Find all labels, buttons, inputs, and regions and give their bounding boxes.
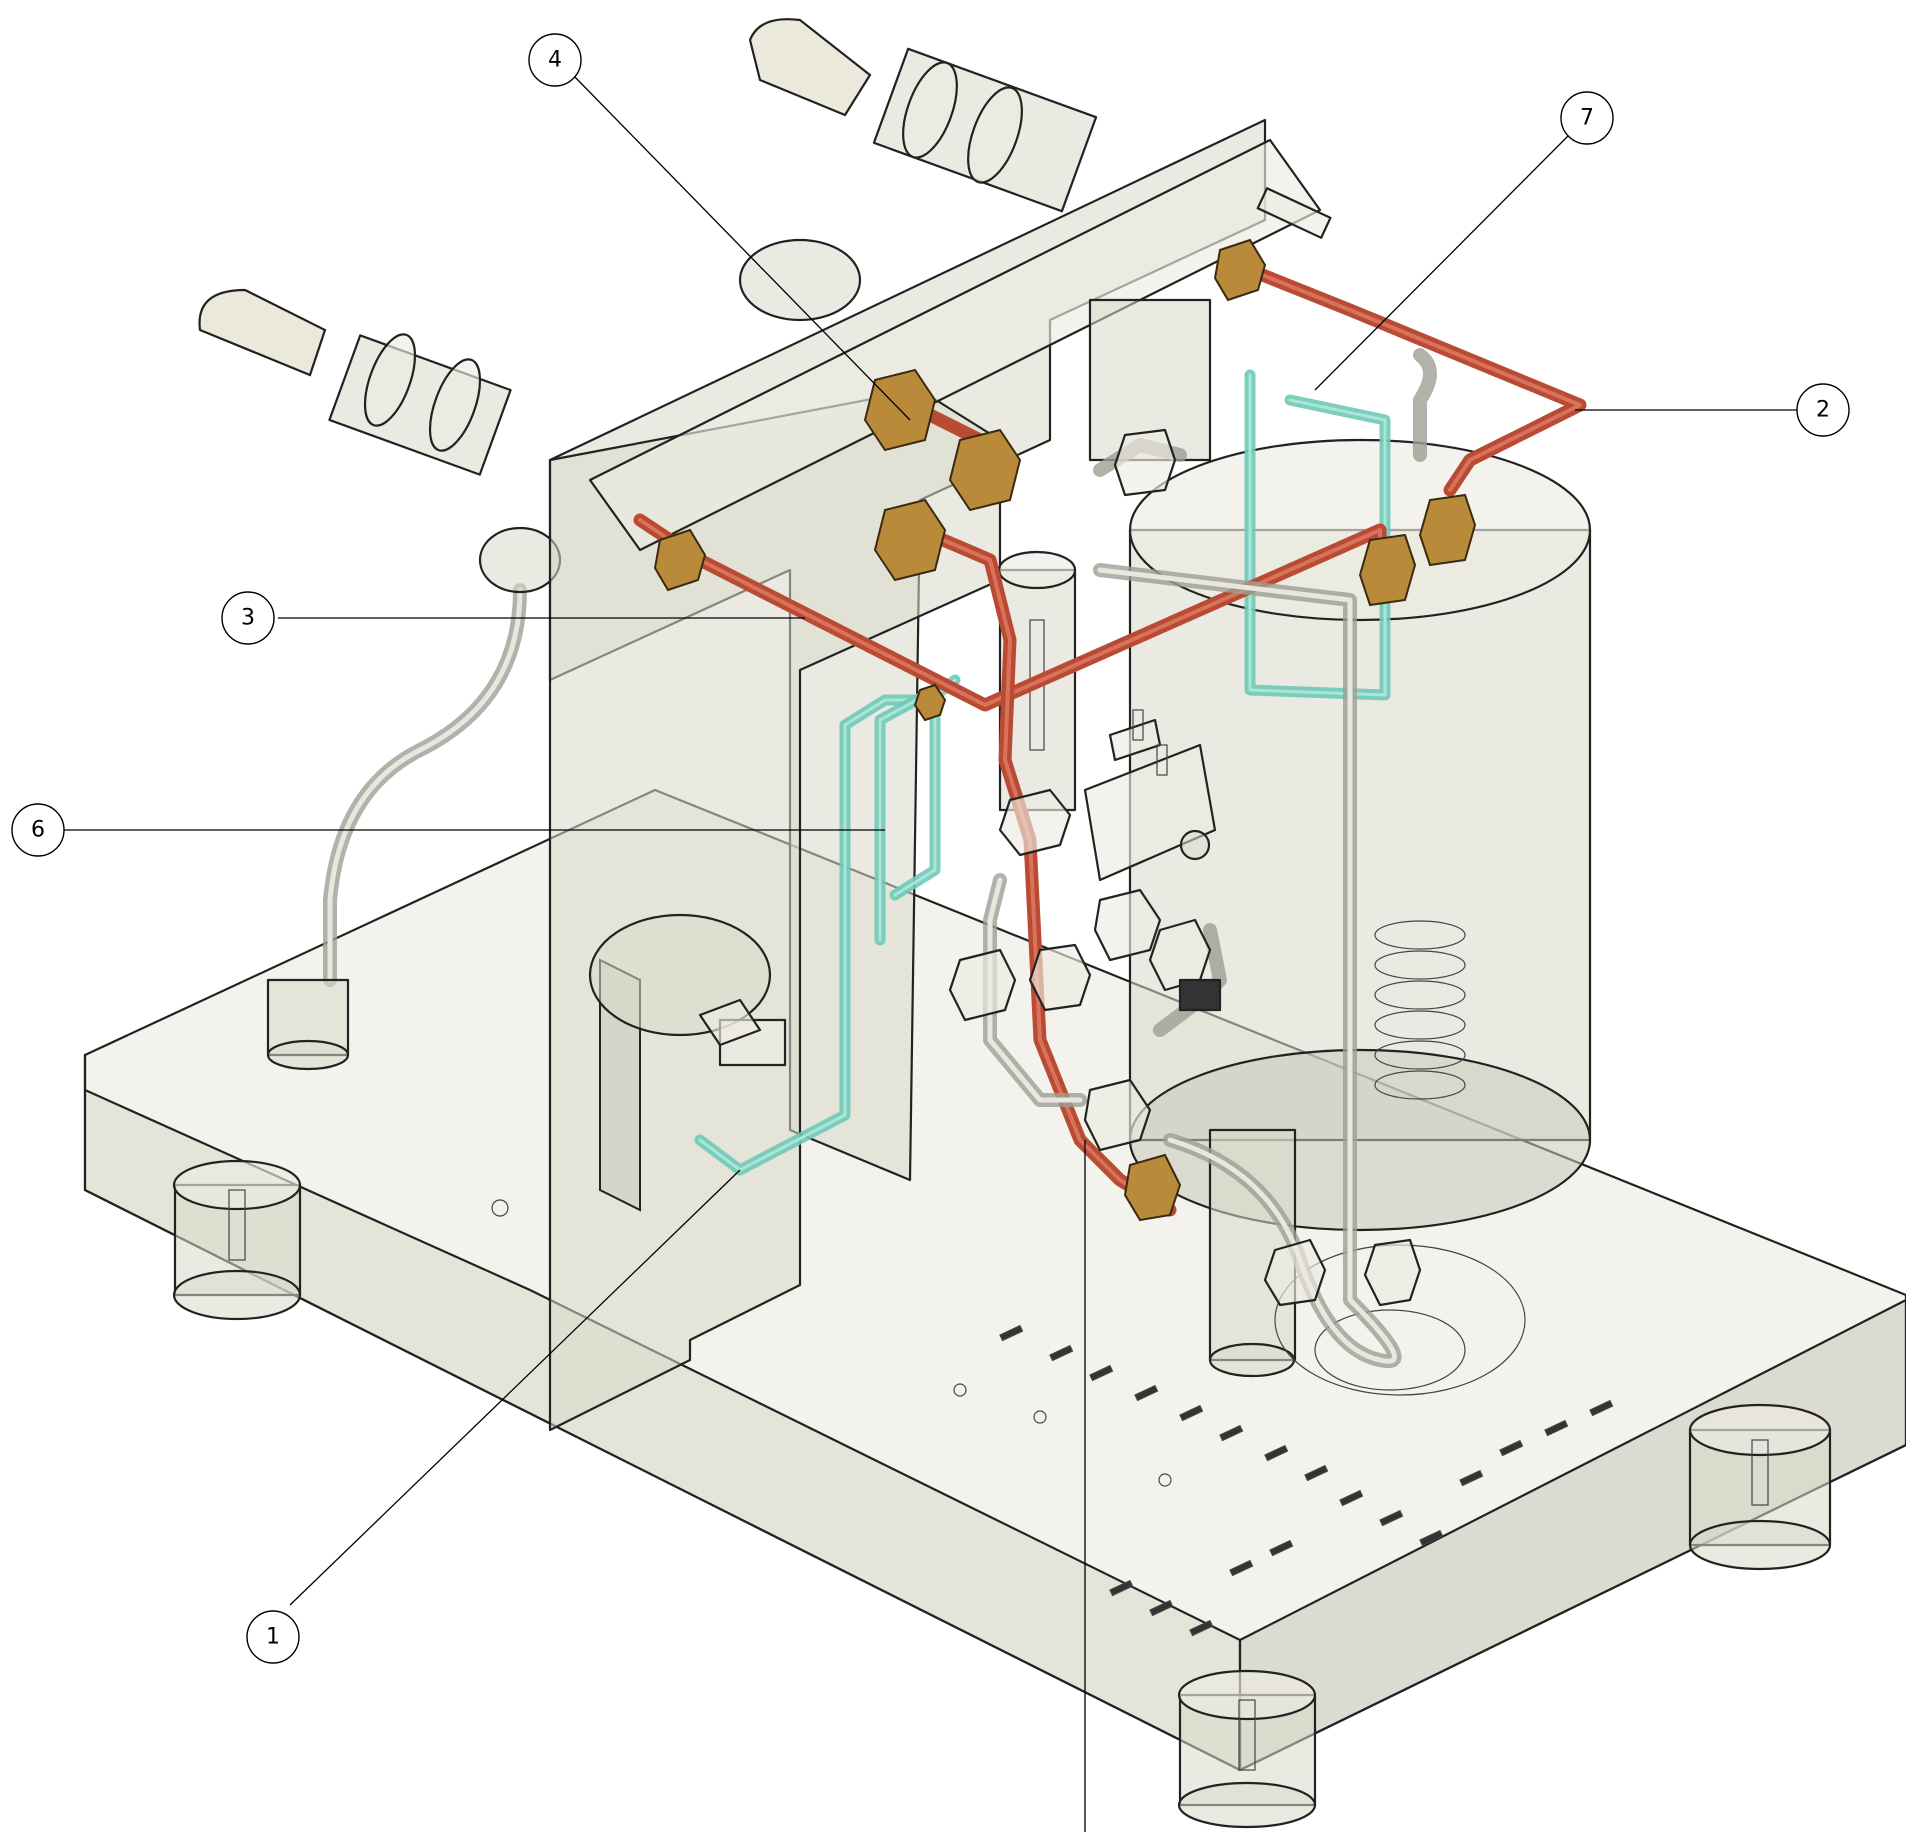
- rubber-foot-front-left: [172, 1159, 302, 1321]
- callout-6-label: 6: [31, 818, 45, 843]
- callout-3-label: 3: [241, 606, 255, 631]
- pressure-switch: [588, 913, 787, 1067]
- leader-1: [289, 1169, 741, 1606]
- steam-wand-assembly: [266, 526, 562, 1071]
- base-slots: [999, 1324, 1614, 1637]
- chrome-fittings: [948, 428, 1422, 1307]
- callout-3: 3: [221, 591, 275, 645]
- callout-6: 6: [11, 803, 65, 857]
- callout-2-label: 2: [1816, 398, 1830, 423]
- rubber-foot-rear-right: [1688, 1403, 1832, 1571]
- leader-7: [1314, 135, 1569, 391]
- brass-fittings: [653, 238, 1477, 1222]
- hot-water-knob: [748, 18, 1098, 213]
- callout-1: 1: [246, 1610, 300, 1664]
- callout-4: 4: [528, 33, 582, 87]
- callout-7: 7: [1560, 91, 1614, 145]
- callout-7-label: 7: [1580, 106, 1594, 131]
- callout-1-label: 1: [266, 1625, 280, 1650]
- steam-knob: [198, 288, 512, 476]
- solenoid-valve: [1083, 709, 1217, 882]
- rubber-foot-front-right: [1177, 1669, 1317, 1829]
- leader-lines: [64, 74, 1797, 1832]
- callout-2: 2: [1796, 383, 1850, 437]
- callout-4-label: 4: [548, 48, 562, 73]
- leader-4: [572, 74, 911, 421]
- heating-coil: [1374, 920, 1466, 1100]
